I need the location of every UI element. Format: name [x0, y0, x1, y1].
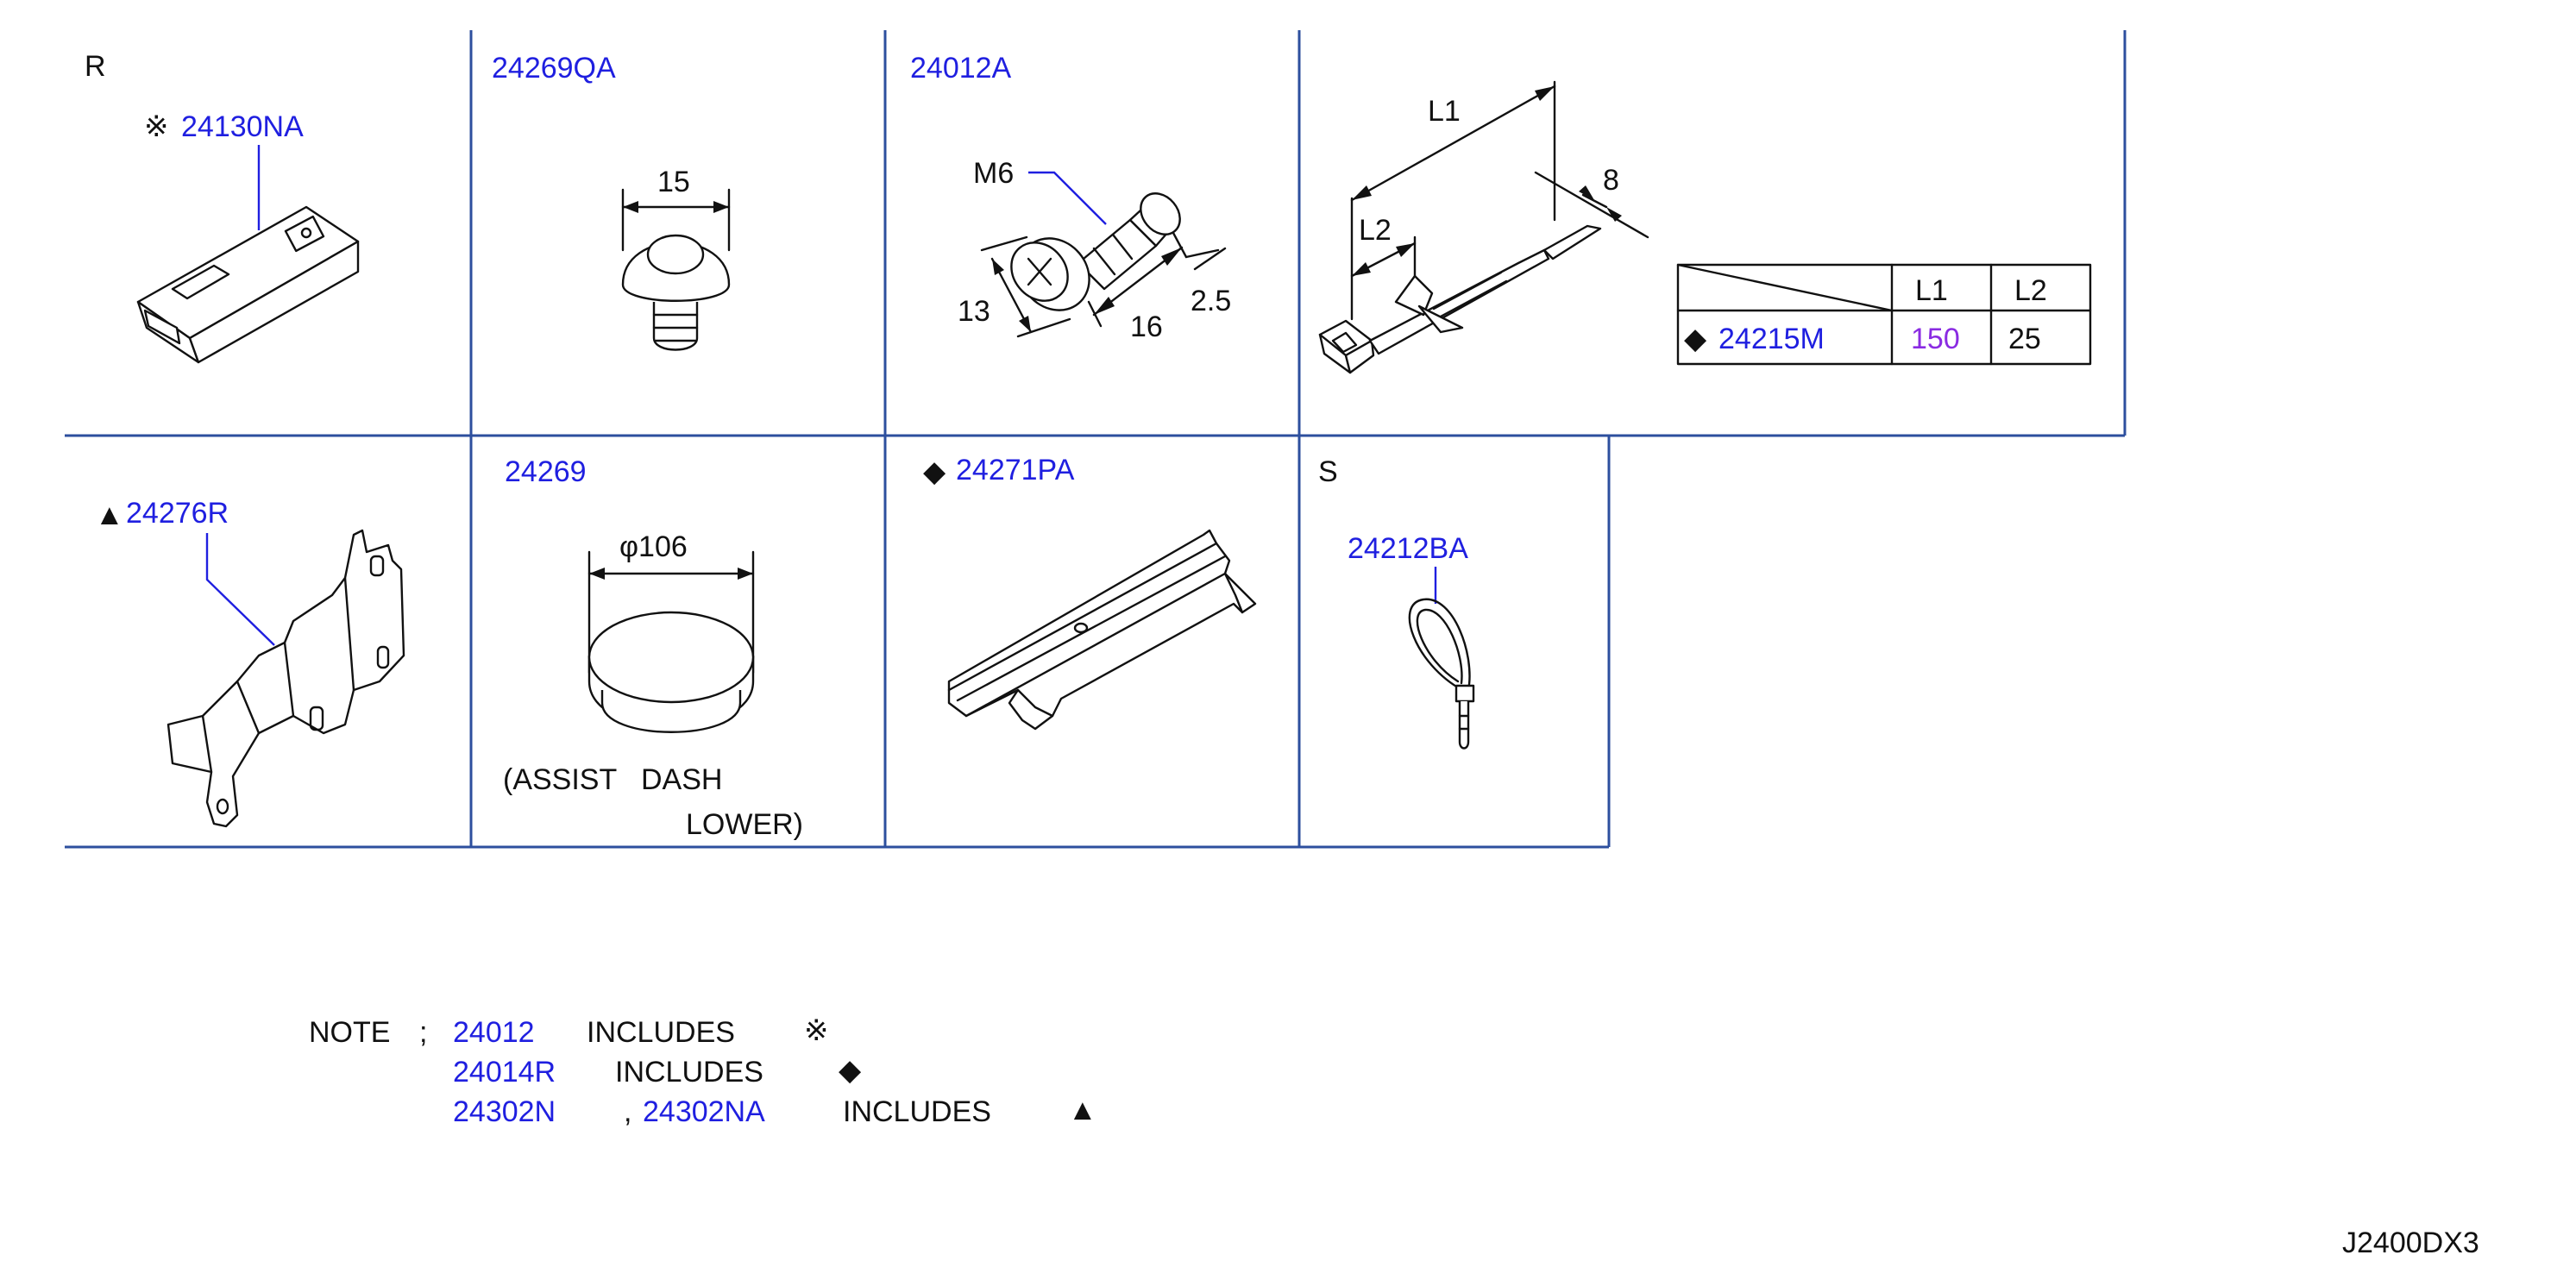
- section-label-r: R: [85, 50, 106, 83]
- part-number-24269QA[interactable]: 24269QA: [492, 52, 616, 85]
- plug-cap-illustration: [587, 611, 755, 733]
- cell-24276R: ▲ 24276R: [95, 497, 405, 828]
- part-number-24276R[interactable]: 24276R: [126, 497, 229, 530]
- leader-line: [1028, 171, 1107, 225]
- note-includes-1: INCLUDES: [587, 1016, 735, 1049]
- bolt-illustration: [1010, 192, 1181, 311]
- part-number-24269[interactable]: 24269: [505, 455, 587, 488]
- connector-block-illustration: [136, 205, 360, 364]
- part-number-24271PA[interactable]: 24271PA: [956, 454, 1075, 486]
- part-number-24012A[interactable]: 24012A: [910, 52, 1012, 85]
- note-includes-2: INCLUDES: [615, 1056, 763, 1089]
- cell-24012A: 24012A M6 13 16: [910, 52, 1231, 343]
- bracket-illustration: [166, 529, 405, 828]
- note-includes-3: INCLUDES: [843, 1095, 991, 1128]
- table-value-l2: 25: [2008, 323, 2041, 355]
- note-part-24302N[interactable]: 24302N: [453, 1095, 556, 1128]
- part-number-24215M[interactable]: 24215M: [1718, 323, 1825, 355]
- dimension-2-5: 2.5: [1191, 285, 1231, 317]
- placement-note-line2: LOWER): [686, 808, 803, 841]
- dimension-arrows-tie: [1350, 80, 1649, 321]
- dimension-l1: L1: [1428, 95, 1461, 128]
- part-number-24212BA[interactable]: 24212BA: [1348, 532, 1468, 565]
- size-table: L1 L2 ◆ 24215M 150 25: [1676, 263, 2092, 366]
- mark-reference: ◆: [1684, 323, 1707, 355]
- dimension-arrow-16: [1087, 231, 1188, 328]
- mark-reference: ▲: [95, 499, 124, 531]
- dimension-13: 13: [958, 295, 990, 328]
- dimension-16: 16: [1130, 311, 1163, 343]
- cell-24271PA: ◆ 24271PA: [923, 454, 1257, 731]
- leader-line: [205, 533, 275, 646]
- cell-24130NA: R ※ 24130NA: [85, 50, 360, 364]
- mark-reference: ※: [144, 110, 169, 143]
- cell-24269: 24269 φ106 (ASSIST DASH LOWER): [503, 455, 803, 841]
- note-comma: ,: [624, 1095, 631, 1128]
- dimension-106: φ106: [619, 530, 688, 563]
- drawing-id: J2400DX3: [2342, 1227, 2479, 1259]
- push-clip-illustration: [621, 234, 731, 351]
- table-value-l1: 150: [1911, 323, 1960, 355]
- table-header-l1: L1: [1915, 274, 1948, 307]
- cell-24212BA: S 24212BA: [1318, 455, 1475, 750]
- part-number-24130NA[interactable]: 24130NA: [181, 110, 304, 143]
- thread-size-label: M6: [973, 157, 1014, 190]
- note-mark-3: ▲: [1068, 1094, 1097, 1126]
- dimension-arrow-15: [621, 188, 731, 252]
- note-separator: ;: [419, 1016, 427, 1049]
- section-label-s: S: [1318, 455, 1338, 488]
- table-header-l2: L2: [2014, 274, 2047, 307]
- placement-note-line1: (ASSIST DASH: [503, 763, 722, 796]
- dimension-l2: L2: [1359, 214, 1392, 247]
- cable-tie-illustration: [1318, 224, 1602, 374]
- note-part-24014R[interactable]: 24014R: [453, 1056, 556, 1089]
- dimension-arrow-2-5: [1184, 247, 1227, 271]
- note-label: NOTE: [309, 1016, 390, 1049]
- grid-lines: [65, 30, 2127, 849]
- dimension-8: 8: [1603, 164, 1619, 197]
- cell-24215M: L1 L2 8: [1318, 80, 2092, 374]
- note-mark-2: ◆: [839, 1054, 862, 1087]
- notes-block: NOTE ; 24012 INCLUDES ※ 24014R INCLUDES …: [309, 1014, 1097, 1128]
- cable-tie-loop-illustration: [1408, 598, 1475, 750]
- dimension-arrow-13: [980, 235, 1071, 338]
- note-part-24302NA[interactable]: 24302NA: [643, 1095, 765, 1128]
- note-part-24012[interactable]: 24012: [453, 1016, 535, 1049]
- note-mark-1: ※: [804, 1014, 829, 1047]
- dimension-15: 15: [657, 166, 690, 198]
- mark-reference: ◆: [923, 455, 946, 488]
- cell-24269QA: 24269QA 15: [492, 52, 731, 351]
- harness-protector-illustration: [947, 529, 1257, 731]
